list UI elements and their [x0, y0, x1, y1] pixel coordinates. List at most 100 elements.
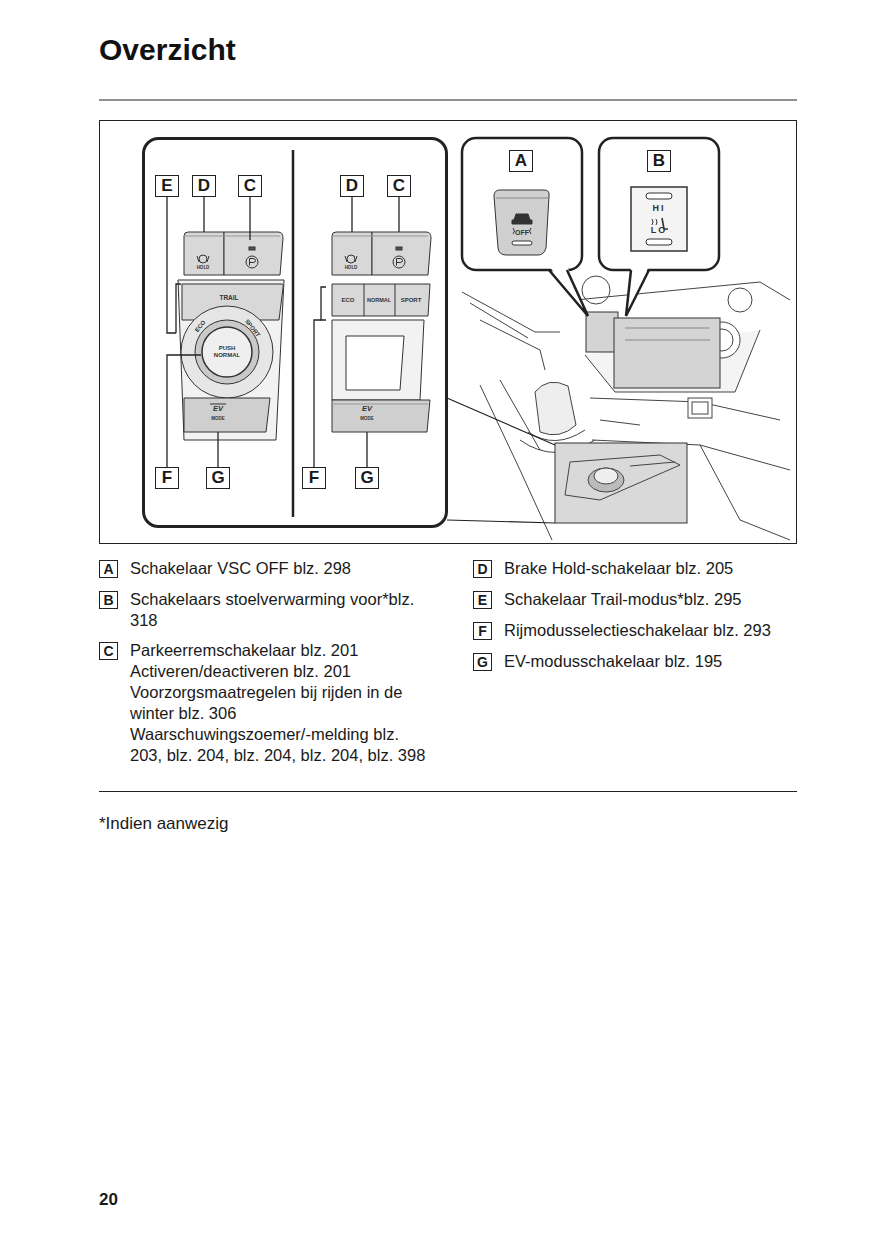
button-label: ECO: [194, 319, 207, 333]
key-box: FRijmodusselectieschakelaar blz. 293: [473, 622, 492, 640]
callout-letter: C: [393, 176, 405, 195]
car-interior-part: [500, 380, 540, 450]
button-label: SPORT: [401, 297, 422, 304]
leader-lines-part: [203, 197, 204, 232]
button-label: ECO: [341, 297, 354, 304]
button-label: NORMAL: [367, 297, 391, 303]
console-switches-part: [184, 232, 224, 275]
callout-box: F: [155, 467, 179, 489]
car-interior-part: [688, 398, 712, 418]
callout-bubble-part: [626, 266, 649, 316]
callout-letter: G: [360, 468, 373, 487]
top-rule-part: [99, 100, 797, 101]
key-letter: G: [477, 654, 488, 670]
console-switches-part: [393, 256, 405, 268]
seat-heater-switch-part: [652, 219, 657, 225]
console-switches-part: [332, 284, 430, 316]
callout-letter: E: [161, 176, 172, 195]
callout-letter: G: [211, 468, 224, 487]
callout-letter: F: [162, 468, 172, 487]
car-interior-part: [700, 445, 790, 540]
vsc-off-switch-part: [512, 241, 532, 245]
button-label: PUSH NORMAL: [212, 345, 242, 358]
callout-box: D: [340, 175, 364, 197]
leader-lines-part: [351, 197, 352, 232]
console-switches-part: [202, 327, 252, 377]
zoom-panel-part: [144, 139, 447, 527]
leader-lines-part: [314, 320, 321, 467]
callout-box: D: [192, 175, 216, 197]
car-interior-part: [728, 288, 752, 312]
console-switches-part: [184, 236, 280, 237]
page-number: 20: [99, 1190, 118, 1210]
section-rule: [99, 791, 797, 792]
description-text: Activeren/deactiveren blz. 201: [130, 661, 426, 682]
console-switches: [178, 232, 284, 440]
console-switches-part: [396, 247, 402, 250]
console-switches-part: [224, 232, 283, 275]
leader-lines-part: [176, 284, 181, 333]
leader-lines-part: [249, 197, 250, 240]
callout-letter: A: [515, 151, 527, 170]
vsc-off-switch-part: [494, 190, 549, 255]
car-interior-part: [594, 468, 618, 484]
console-switches-part: [197, 256, 209, 262]
car-interior-part: [625, 328, 710, 340]
description-text: Schakelaar Trail-modus*blz. 295: [504, 589, 804, 610]
key-box: BSchakelaars stoelverwarming voor*blz. 3…: [99, 591, 118, 609]
console-switches-part: [332, 400, 430, 432]
leader-lines-part: [167, 197, 176, 333]
car-interior-part: [590, 398, 780, 420]
callout-box: C: [387, 175, 411, 197]
callout-box: A: [509, 150, 533, 172]
key-box: CParkeerremschakelaar blz. 201Activeren/…: [99, 642, 118, 660]
description-text: Rijmodusselectieschakelaar blz. 293: [504, 620, 804, 641]
seat-heater-switch: [631, 187, 687, 251]
figure-frame-part: [100, 121, 797, 544]
console-switches-part: [249, 247, 255, 250]
car-interior-part: [614, 318, 720, 388]
console-switches-part: [364, 284, 395, 316]
console-switches-part: [332, 236, 428, 237]
key-letter: C: [103, 643, 113, 659]
console-switches-part: [332, 232, 372, 275]
leader-lines-part: [366, 432, 367, 467]
zoom-panel-part: [447, 398, 555, 523]
car-interior-part: [586, 312, 618, 352]
figure-frame: [100, 121, 797, 544]
top-rule: [99, 100, 797, 101]
vsc-off-switch-part: [496, 198, 548, 199]
car-interior-part: [692, 402, 708, 414]
leader-lines-part: [321, 287, 326, 320]
key-letter: A: [103, 561, 113, 577]
console-switches-part: [332, 320, 424, 400]
seat-heater-switch-part: [646, 239, 672, 245]
callout-box: E: [155, 175, 179, 197]
button-label: EV: [213, 405, 223, 413]
zoom-panel-part: [292, 150, 295, 517]
key-box: ESchakelaar Trail-modus*blz. 295: [473, 591, 492, 609]
callout-letter: B: [653, 151, 665, 170]
console-switches-part: [345, 256, 357, 262]
car-interior-part: [528, 430, 585, 441]
car-interior-part: [588, 468, 624, 492]
button-label: SPORT: [243, 318, 261, 338]
key-description: Parkeerremschakelaar blz. 201Activeren/d…: [130, 640, 426, 766]
callout-box: C: [238, 175, 262, 197]
callout-bubble-part: [626, 270, 649, 316]
callout-box: B: [647, 150, 671, 172]
key-box: GEV-modusschakelaar blz. 195: [473, 653, 492, 671]
footnote: *Indien aanwezig: [99, 814, 228, 834]
callout-bubble: [599, 138, 719, 316]
car-interior-part: [630, 462, 675, 466]
callout-box: F: [302, 467, 326, 489]
key-letter: E: [478, 592, 487, 608]
console-switches-part: [246, 256, 258, 268]
car-interior-part: [535, 382, 576, 435]
console-switches: [332, 232, 431, 432]
key-box: ASchakelaar VSC OFF blz. 298: [99, 560, 118, 578]
car-interior-part: [565, 455, 680, 500]
page-title: Overzicht: [99, 33, 236, 67]
description-text: Schakelaars stoelverwarming voor*blz. 31…: [130, 589, 426, 631]
callout-letter: C: [244, 176, 256, 195]
